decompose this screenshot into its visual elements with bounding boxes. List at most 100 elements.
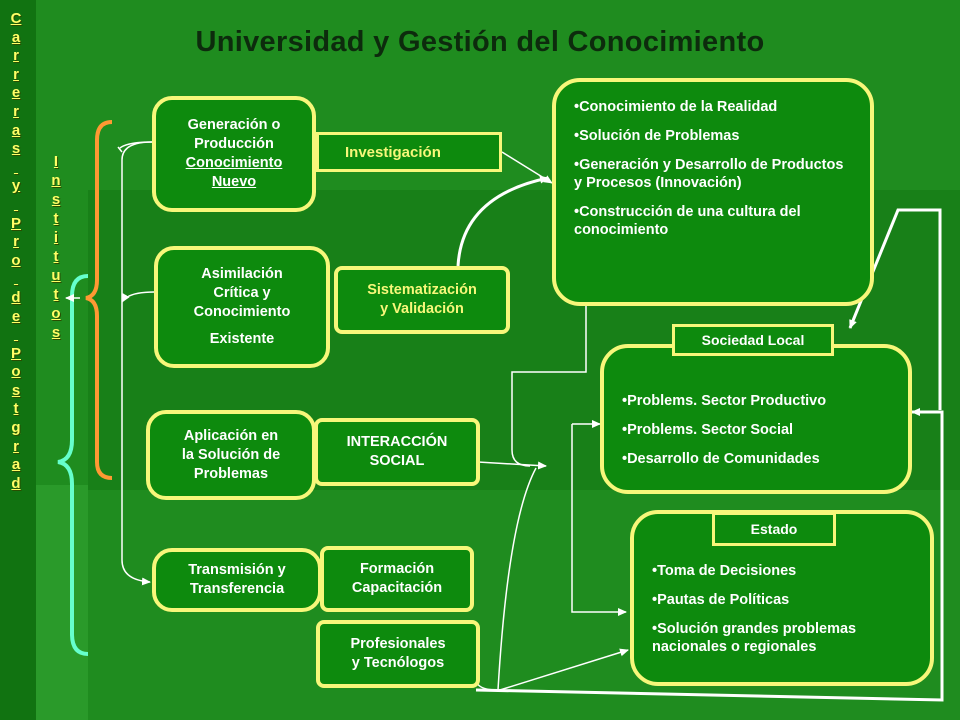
aplicacion-line1: Aplicación en	[183, 427, 279, 444]
carreras-letter: a	[11, 456, 21, 474]
page-title: Universidad y Gestión del Conocimiento	[195, 26, 765, 58]
institutos-letter: u	[51, 267, 61, 284]
sociedad-item: Problems. Sector Productivo	[622, 392, 892, 410]
interaccion-arrow	[477, 461, 547, 470]
institutos-letter: t	[53, 286, 59, 303]
sociedad-local-header: Sociedad Local	[672, 324, 834, 356]
carreras-letter	[4, 326, 28, 345]
carreras-letter: g	[11, 419, 21, 437]
branch-connector	[571, 424, 627, 616]
institutos-letter: i	[53, 229, 59, 246]
profesionales-curve	[475, 467, 537, 691]
carreras-letter: r	[13, 437, 19, 455]
asimilacion-line2: Crítica y	[213, 285, 271, 301]
carreras-letter	[4, 196, 28, 215]
carreras-letter	[4, 159, 28, 178]
sociedad-local-title: Sociedad Local	[701, 332, 805, 348]
knowledge-item: Generación y Desarrollo de Productos y P…	[574, 156, 852, 192]
generacion-line2: Producción	[194, 136, 274, 152]
aplicacion-box[interactable]: Aplicación en la Solución de Problemas	[146, 410, 316, 500]
asimilacion-line1: Asimilación	[201, 266, 283, 282]
interaccion-line1: INTERACCIÓN	[346, 434, 448, 450]
aplicacion-line2: la Solución de	[181, 446, 281, 463]
sistematizacion-curve	[456, 175, 549, 267]
estado-title: Estado	[750, 521, 798, 537]
formacion-line2: Capacitación	[351, 580, 443, 596]
investigacion-tag[interactable]: Investigación	[316, 132, 502, 172]
institutos-letter: o	[51, 305, 61, 322]
carreras-letter: C	[10, 10, 22, 27]
transmision-box[interactable]: Transmisión y Transferencia	[152, 548, 322, 612]
carreras-letter: P	[10, 214, 21, 232]
estado-item: Solución grandes problemas nacionales o …	[652, 620, 914, 656]
bottom-feedback-line	[475, 408, 944, 702]
generacion-line3: Conocimiento	[185, 155, 283, 171]
cyan-brace	[57, 274, 89, 656]
generacion-box[interactable]: Generación o Producción Conocimiento Nue…	[152, 96, 316, 212]
orange-brace	[85, 120, 113, 480]
formacion-line1: Formación	[359, 561, 435, 577]
carreras-letter	[4, 270, 28, 289]
knowledge-item: Conocimiento de la Realidad	[574, 98, 852, 116]
carreras-letter: d	[11, 288, 21, 306]
institutos-letter: I	[53, 153, 59, 170]
knowledge-return-line	[511, 302, 587, 467]
aplicacion-line3: Problemas	[193, 465, 269, 482]
institutos-letter: t	[53, 248, 59, 265]
investigacion-label: Investigación	[345, 143, 441, 161]
formacion-box[interactable]: Formación Capacitación	[320, 546, 474, 612]
transmision-line1: Transmisión y	[188, 562, 286, 578]
carreras-letter: a	[11, 121, 21, 139]
asimilacion-line3: Conocimiento	[193, 304, 291, 320]
knowledge-item: Construcción de una cultura del conocimi…	[574, 203, 852, 239]
institutos-letter: s	[51, 324, 61, 341]
sistematizacion-box[interactable]: Sistematización y Validación	[334, 266, 510, 334]
sociedad-item: Desarrollo de Comunidades	[622, 450, 892, 468]
asimilacion-box[interactable]: Asimilación Crítica y Conocimiento Exist…	[154, 246, 330, 368]
carreras-letter: o	[11, 251, 21, 269]
carreras-letter: e	[11, 307, 21, 325]
carreras-letter: r	[13, 102, 19, 120]
carreras-letter: e	[11, 84, 21, 102]
carreras-letter: y	[11, 177, 21, 195]
transmision-line2: Transferencia	[189, 581, 285, 597]
right-feedback-line	[848, 208, 942, 410]
return-arrow-asimilacion	[121, 291, 155, 303]
carreras-letter: r	[13, 65, 19, 83]
carreras-letter: d	[11, 474, 21, 492]
institutos-letter: s	[51, 191, 61, 208]
generacion-line4: Nuevo	[211, 174, 257, 190]
sistematizacion-line2: y Validación	[380, 301, 464, 317]
profesionales-line2: y Tecnólogos	[351, 655, 445, 671]
carreras-letter: a	[11, 28, 21, 46]
profesionales-line1: Profesionales	[350, 636, 446, 652]
knowledge-panel: Conocimiento de la Realidad Solución de …	[552, 78, 874, 306]
estado-item: Toma de Decisiones	[652, 562, 914, 580]
interaccion-box[interactable]: INTERACCIÓN SOCIAL	[314, 418, 480, 486]
institutos-letter: n	[51, 172, 61, 189]
asimilacion-line4: Existente	[209, 331, 275, 347]
sistematizacion-line1: Sistematización	[367, 282, 477, 298]
estado-diagonal	[499, 648, 629, 691]
interaccion-line2: SOCIAL	[369, 453, 425, 469]
carreras-letter: o	[11, 363, 21, 381]
carreras-letter: s	[11, 381, 21, 399]
return-arrow-generacion	[119, 141, 153, 149]
carreras-letter: P	[10, 344, 21, 362]
carreras-letter: s	[11, 140, 21, 158]
carreras-letter: r	[13, 47, 19, 65]
profesionales-box[interactable]: Profesionales y Tecnólogos	[316, 620, 480, 688]
estado-item: Pautas de Políticas	[652, 591, 914, 609]
institutos-letter: t	[53, 210, 59, 227]
estado-header: Estado	[712, 512, 836, 546]
sociedad-local-panel: Problems. Sector Productivo Problems. Se…	[600, 344, 912, 494]
generacion-line1: Generación o	[187, 117, 281, 133]
knowledge-item: Solución de Problemas	[574, 127, 852, 145]
sociedad-item: Problems. Sector Social	[622, 421, 892, 439]
carreras-letter: r	[13, 233, 19, 251]
carreras-letter: t	[13, 400, 19, 418]
left-vertical-connector	[121, 141, 153, 586]
